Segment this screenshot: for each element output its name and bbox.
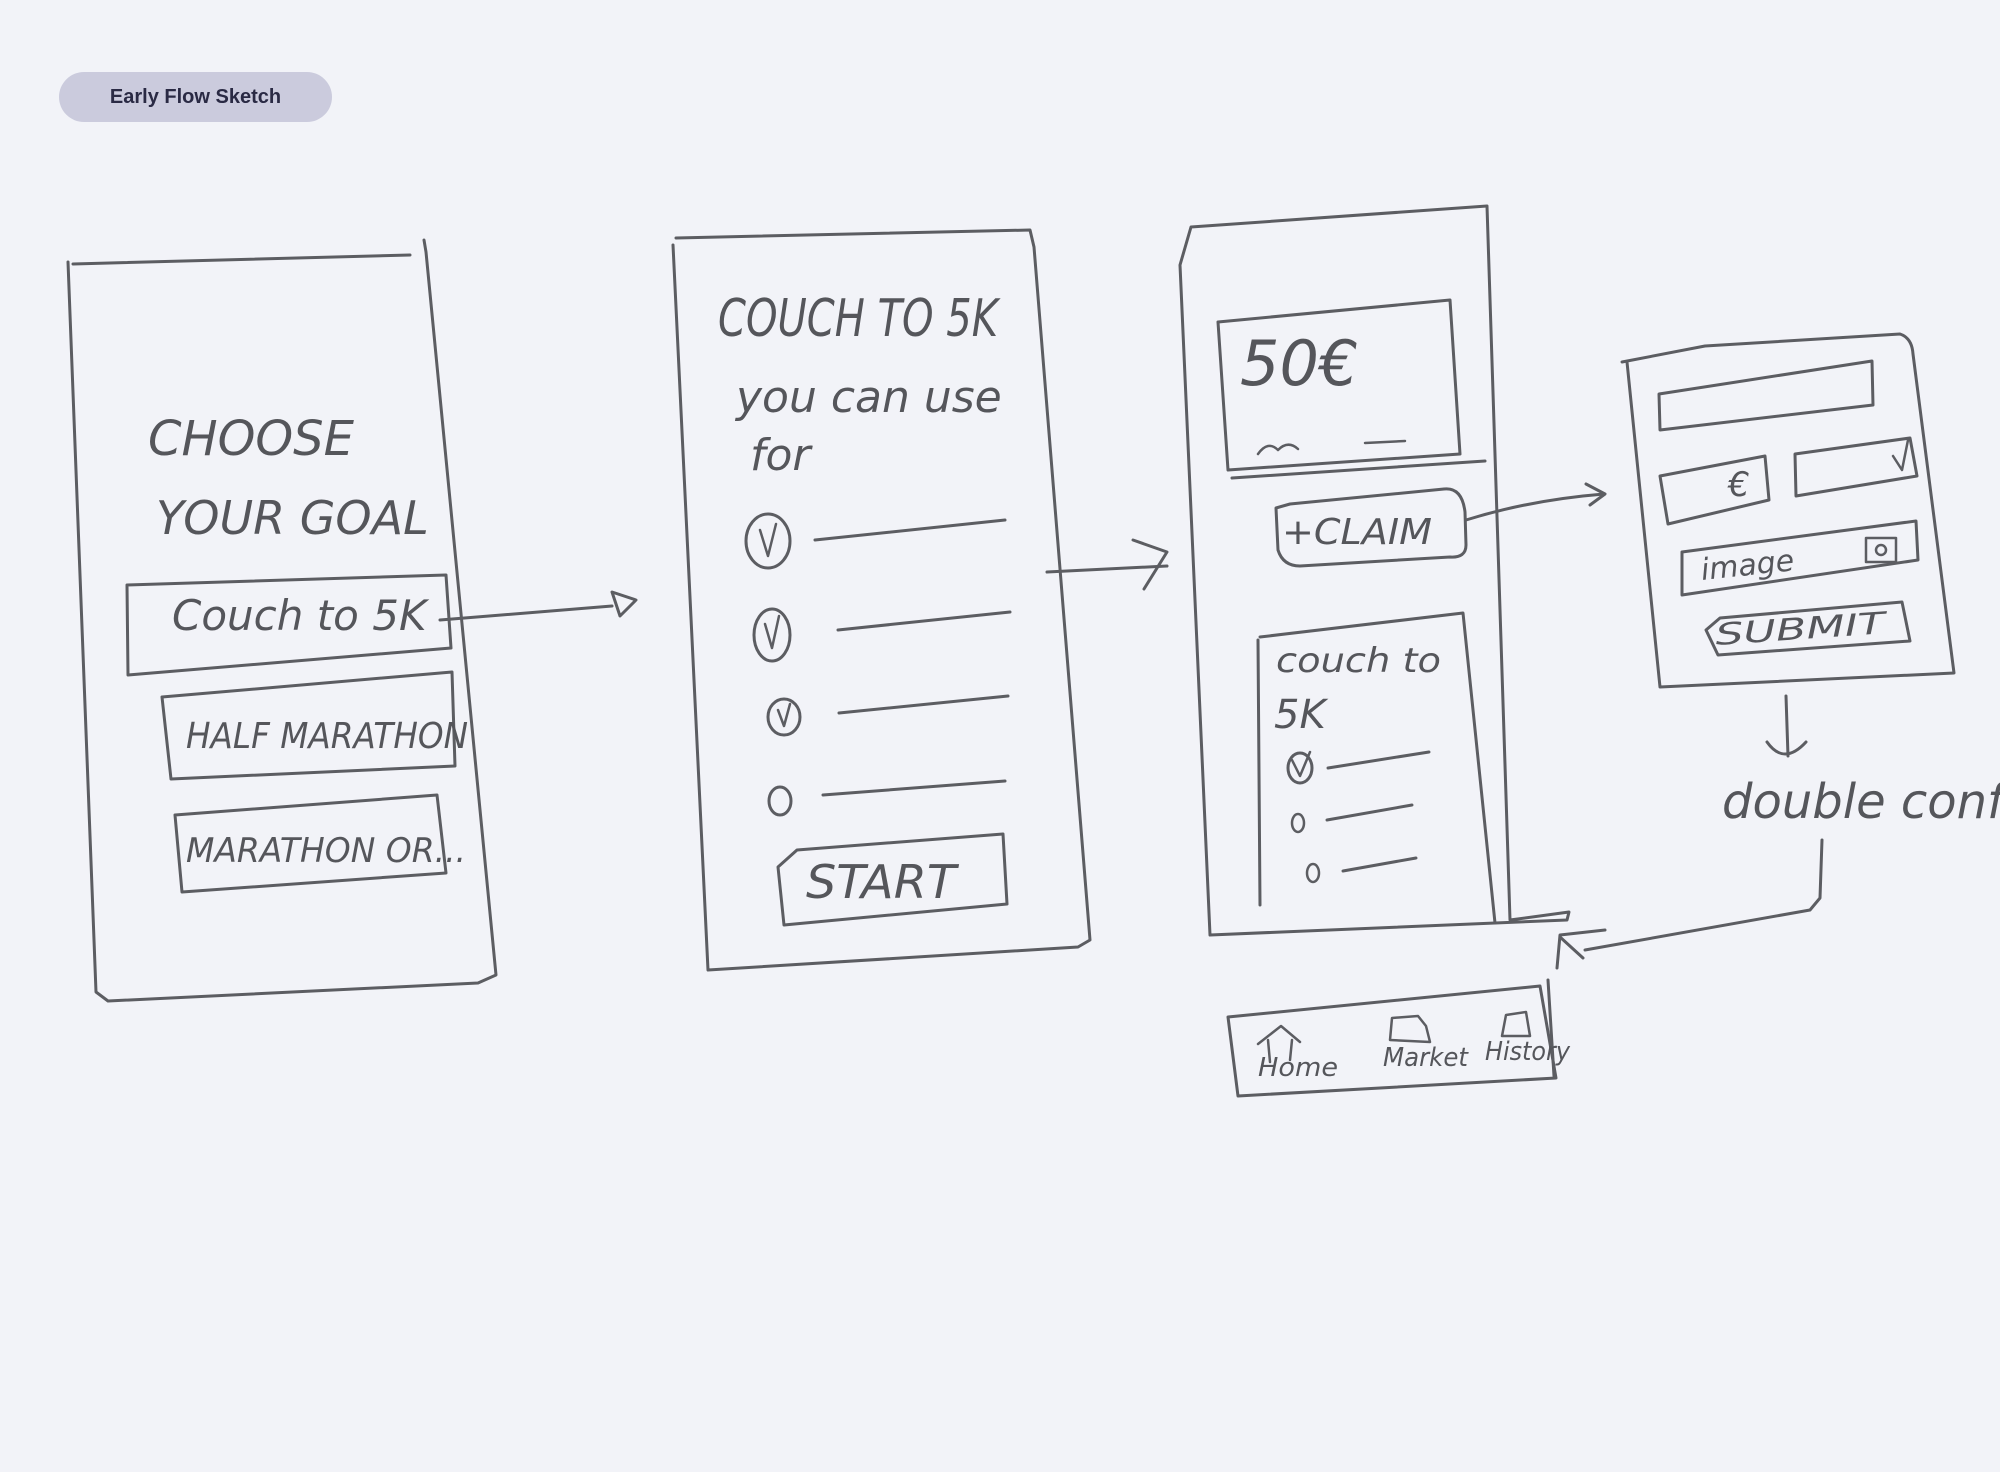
tab-home-label: Home xyxy=(1258,1053,1338,1083)
image-upload-field[interactable]: image xyxy=(1680,519,1920,597)
program-card-title-line1: couch to xyxy=(1276,641,1441,681)
screen2-subtitle-line2: for xyxy=(750,430,813,481)
screen1-title-line2: YOUR GOAL xyxy=(156,491,429,545)
program-card-title-line2: 5K xyxy=(1274,692,1328,738)
goal-option-couch-to-5k[interactable]: Couch to 5K xyxy=(125,573,453,677)
goal-option-half-marathon[interactable]: HALF MARATHON xyxy=(160,670,468,781)
tab-history[interactable]: History xyxy=(1485,1010,1571,1067)
camera-icon xyxy=(1864,536,1898,564)
screen1-frame xyxy=(66,238,498,1003)
screen-claim-form: € image SUBMIT xyxy=(1620,332,1956,689)
submit-button[interactable]: SUBMIT xyxy=(1704,600,1912,657)
tab-market[interactable]: Market xyxy=(1383,1014,1469,1073)
balance-card: 50€ xyxy=(1216,298,1487,480)
tab-market-label: Market xyxy=(1383,1043,1469,1073)
checklist xyxy=(744,512,1012,817)
screen4-frame xyxy=(1620,332,1956,689)
flow-arrow-2 xyxy=(1045,538,1169,591)
program-card[interactable]: couch to 5K xyxy=(1256,611,1497,925)
goal-option-label: Couch to 5K xyxy=(172,591,430,640)
checklist-item xyxy=(767,779,1007,817)
goal-option-marathon[interactable]: MARATHON OR... xyxy=(173,793,466,894)
flow-arrow-4 xyxy=(1765,694,1808,758)
title-field[interactable] xyxy=(1657,359,1875,432)
start-button[interactable]: START xyxy=(776,832,1009,927)
screen2-title: COUCH TO 5K xyxy=(718,289,1001,349)
market-icon xyxy=(1388,1014,1432,1044)
claim-button[interactable]: +CLAIM xyxy=(1274,487,1468,568)
amount-field[interactable]: € xyxy=(1658,454,1771,526)
checklist-item xyxy=(766,694,1010,737)
screen2-frame xyxy=(671,228,1092,972)
screen-wallet: 50€ +CLAIM couch to 5K xyxy=(1178,204,1571,937)
check-icon xyxy=(1286,751,1314,785)
tab-history-label: History xyxy=(1485,1037,1571,1067)
double-confirmation-note: double conf xyxy=(1722,774,2000,830)
check-icon xyxy=(767,785,793,817)
checklist-item xyxy=(752,607,1012,663)
balance-amount: 50€ xyxy=(1240,327,1358,400)
check-icon xyxy=(752,607,792,663)
check-icon xyxy=(744,512,792,570)
confirm-field[interactable] xyxy=(1793,436,1919,498)
flow-arrow-return xyxy=(1555,838,1824,970)
home-icon xyxy=(1256,1024,1302,1064)
submit-button-label: SUBMIT xyxy=(1714,606,1890,653)
tab-home[interactable]: Home xyxy=(1256,1024,1338,1083)
flow-arrow-3 xyxy=(1464,482,1607,522)
claim-button-label: +CLAIM xyxy=(1282,512,1432,553)
early-flow-sketch-badge: Early Flow Sketch xyxy=(59,72,332,122)
screen1-title-line1: CHOOSE xyxy=(148,411,355,467)
bottom-tab-bar: Home Market History xyxy=(1226,978,1571,1098)
checklist-item xyxy=(744,512,1007,570)
screen-choose-goal: CHOOSE YOUR GOAL Couch to 5K HALF MARATH… xyxy=(66,238,498,1003)
goal-option-label: MARATHON OR... xyxy=(186,831,466,871)
flow-arrow-1 xyxy=(438,590,638,622)
screen2-subtitle-line1: you can use xyxy=(734,372,1002,423)
screen-program-detail: COUCH TO 5K you can use for xyxy=(671,228,1092,972)
goal-option-label: HALF MARATHON xyxy=(186,716,468,757)
check-icon xyxy=(1891,438,1910,472)
screen3-frame xyxy=(1178,204,1571,937)
check-icon xyxy=(766,697,802,737)
currency-symbol: € xyxy=(1727,465,1750,505)
start-button-label: START xyxy=(806,855,960,909)
history-icon xyxy=(1500,1010,1532,1038)
